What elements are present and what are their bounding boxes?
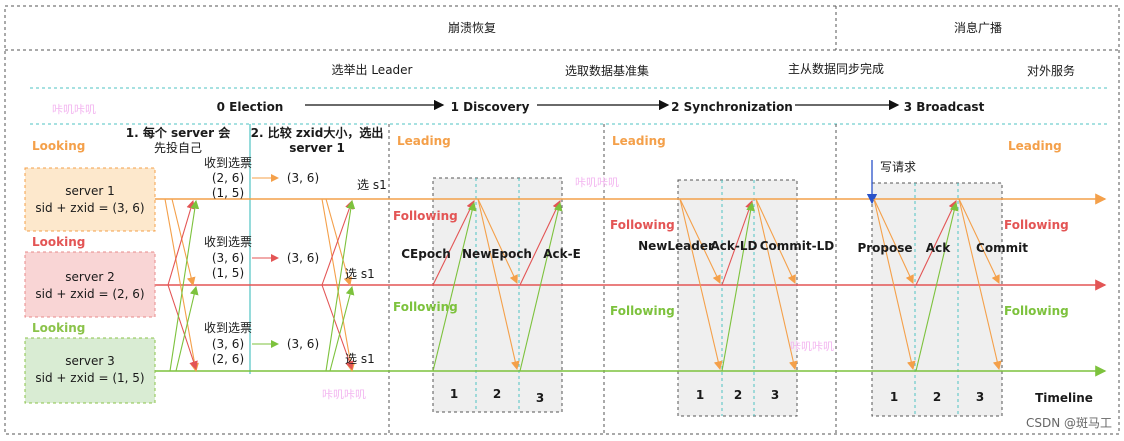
server2-card: Looking server 2 sid + zxid = (2, 6) (24, 235, 156, 318)
svg-text:(1, 5): (1, 5) (212, 266, 244, 280)
sync-box (677, 179, 798, 417)
sync-label-2: Ack-LD (711, 239, 758, 253)
broadcast-label-3: Commit (976, 241, 1028, 255)
phase-election: 0 Election (217, 100, 284, 114)
server3-state: Looking (32, 321, 85, 335)
sync-step-3: 3 (771, 388, 779, 402)
watermark-3: 咔叽咔叽 (790, 340, 834, 353)
server2-state: Looking (32, 235, 85, 249)
server3-name: server 3 (65, 354, 114, 368)
sync-messages (679, 198, 798, 372)
vote-exchange-2 (321, 198, 356, 373)
received-votes-s1: 收到选票 (2, 6) (1, 5) (3, 6) (204, 156, 319, 200)
svg-text:(3, 6): (3, 6) (212, 337, 244, 351)
timeline-label: Timeline (1035, 391, 1093, 405)
step2-line2: server 1 (289, 141, 345, 155)
pick-s1: 选 s1 (357, 178, 387, 192)
discovery-leading: Leading (397, 134, 451, 148)
sync-done-label: 主从数据同步完成 (788, 61, 884, 76)
write-request-label: 写请求 (880, 160, 916, 174)
received-votes-s2: 收到选票 (3, 6) (1, 5) (3, 6) (204, 235, 319, 280)
broadcast-label-2: Ack (926, 241, 951, 255)
select-baseline-label: 选取数据基准集 (565, 63, 649, 78)
pick-s3: 选 s1 (345, 352, 375, 366)
sync-following-s3: Following (610, 304, 675, 318)
discovery-step-3: 3 (536, 391, 544, 405)
serve-label: 对外服务 (1027, 63, 1075, 78)
svg-text:(2, 6): (2, 6) (212, 171, 244, 185)
discovery-step-2: 2 (493, 387, 501, 401)
result-s3: (3, 6) (287, 337, 319, 351)
svg-text:(1, 5): (1, 5) (212, 186, 244, 200)
discovery-box (432, 177, 563, 413)
broadcast-label-1: Propose (857, 241, 912, 255)
watermark-2: 咔叽咔叽 (575, 176, 619, 189)
result-s1: (3, 6) (287, 171, 319, 185)
vote-exchange-1 (164, 198, 200, 373)
elect-leader-label: 选举出 Leader (332, 63, 413, 77)
broadcast-step-3: 3 (976, 390, 984, 404)
csdn-credit: CSDN @斑马工 (1026, 416, 1112, 430)
broadcast-following-s3: Following (1004, 304, 1069, 318)
sync-label-3: Commit-LD (760, 239, 835, 253)
server1-state: Looking (32, 139, 85, 153)
discovery-label-2: NewEpoch (462, 247, 532, 261)
sync-label-1: NewLeader (638, 239, 714, 253)
server2-name: server 2 (65, 270, 114, 284)
sync-leading: Leading (612, 134, 666, 148)
broadcast-messages (873, 198, 1002, 372)
sync-step-2: 2 (734, 388, 742, 402)
broadcast-box (871, 182, 1003, 417)
discovery-step-1: 1 (450, 387, 458, 401)
server1-card: Looking server 1 sid + zxid = (3, 6) (24, 139, 156, 232)
phase-broadcast: 3 Broadcast (904, 100, 985, 114)
watermark-1: 咔叽咔叽 (52, 103, 96, 116)
step2-line1: 2. 比较 zxid大小，选出 (251, 125, 384, 140)
server3-card: Looking server 3 sid + zxid = (1, 5) (24, 321, 156, 404)
step1-line1: 1. 每个 server 会 (126, 125, 232, 140)
discovery-messages (432, 198, 563, 372)
discovery-label-3: Ack-E (543, 247, 581, 261)
broadcast-step-1: 1 (890, 390, 898, 404)
sync-following-s2: Following (610, 218, 675, 232)
svg-text:收到选票: 收到选票 (204, 235, 252, 249)
svg-text:(2, 6): (2, 6) (212, 352, 244, 366)
server3-zxid: sid + zxid = (1, 5) (35, 371, 144, 385)
discovery-following-s3: Following (393, 300, 458, 314)
svg-text:收到选票: 收到选票 (204, 156, 252, 170)
server2-zxid: sid + zxid = (2, 6) (35, 287, 144, 301)
svg-text:收到选票: 收到选票 (204, 321, 252, 335)
broadcast-leading: Leading (1008, 139, 1062, 153)
discovery-following-s2: Following (393, 209, 458, 223)
crash-recovery-title: 崩溃恢复 (448, 21, 496, 35)
broadcast-step-2: 2 (933, 390, 941, 404)
discovery-label-1: CEpoch (401, 247, 451, 261)
broadcast-title: 消息广播 (954, 20, 1002, 35)
server1-name: server 1 (65, 184, 114, 198)
outer-frame (4, 5, 1120, 435)
phase-synchronization: 2 Synchronization (671, 100, 793, 114)
sync-step-1: 1 (696, 388, 704, 402)
pick-s2: 选 s1 (345, 267, 375, 281)
broadcast-following-s2: Following (1004, 218, 1069, 232)
watermark-4: 咔叽咔叽 (322, 388, 366, 401)
phase-discovery: 1 Discovery (451, 100, 530, 114)
result-s2: (3, 6) (287, 251, 319, 265)
svg-text:(3, 6): (3, 6) (212, 251, 244, 265)
received-votes-s3: 收到选票 (3, 6) (2, 6) (3, 6) (204, 321, 319, 366)
server1-zxid: sid + zxid = (3, 6) (35, 201, 144, 215)
step1-line2: 先投自己 (154, 140, 202, 155)
